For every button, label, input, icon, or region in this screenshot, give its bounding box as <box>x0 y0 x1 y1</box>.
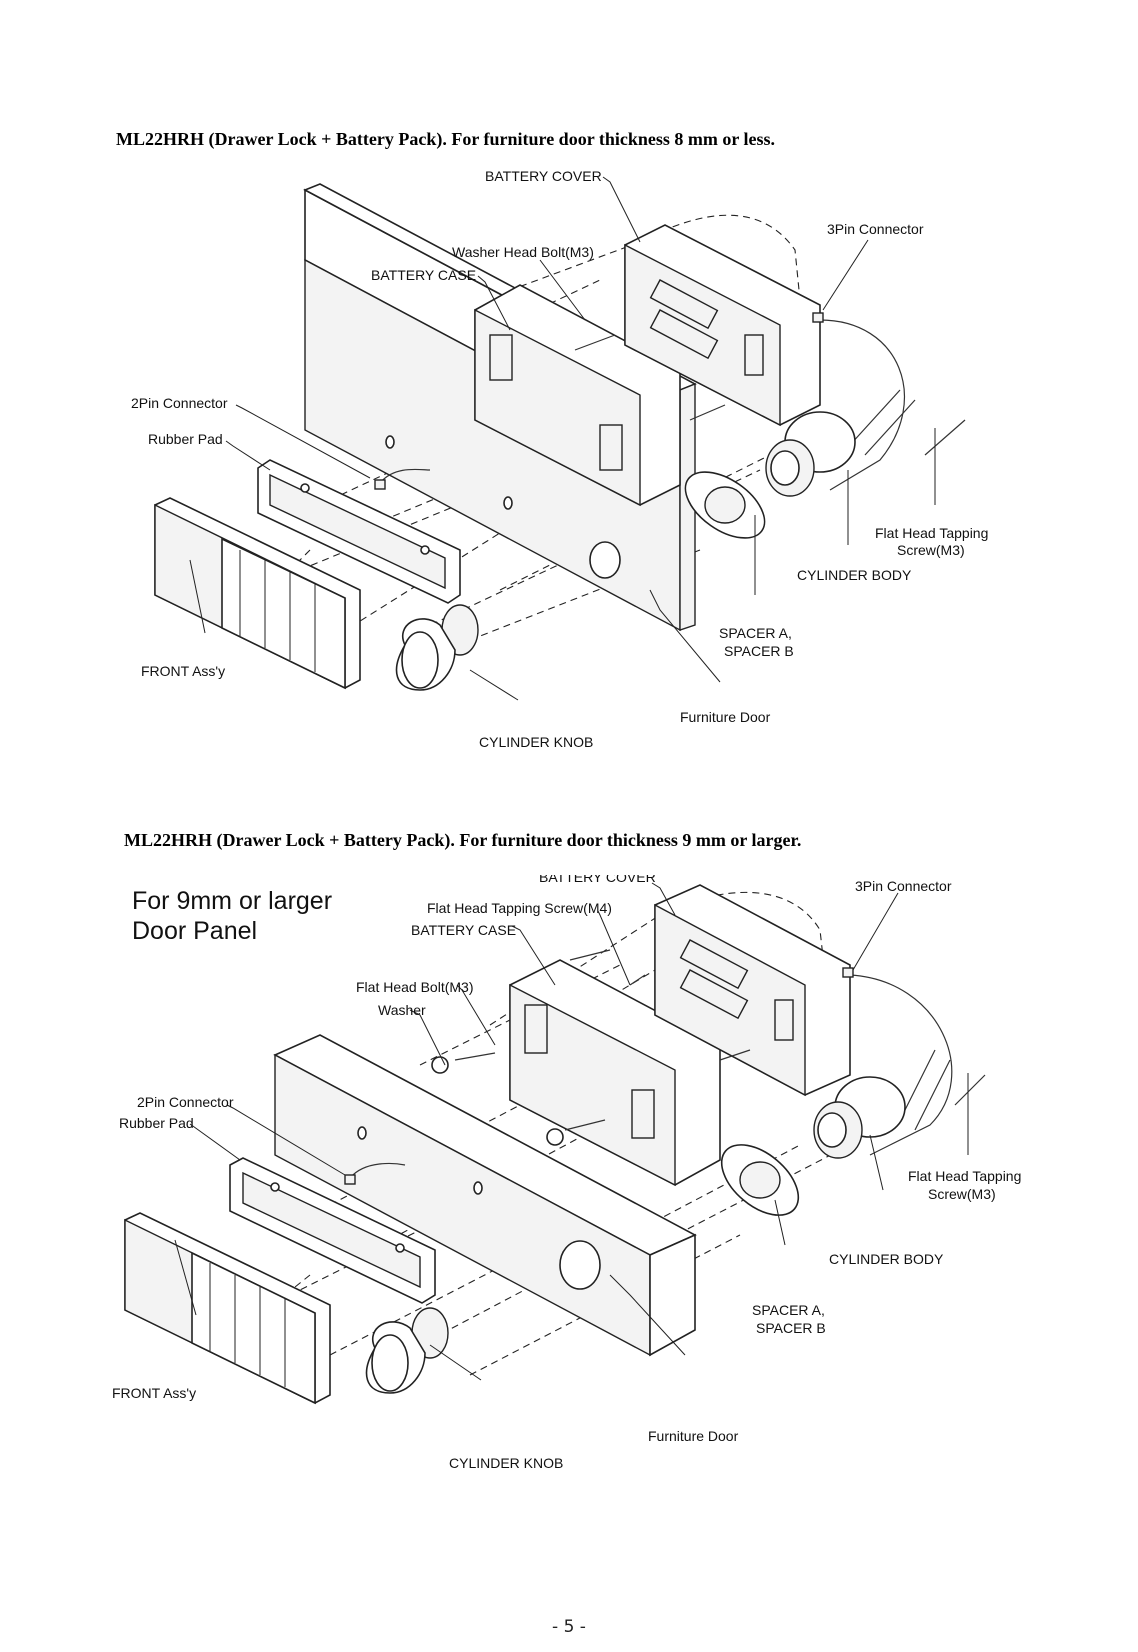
label-washer: Washer <box>378 1002 426 1018</box>
label-flat-head-tapping: Flat Head Tapping <box>908 1168 1021 1184</box>
battery-cover <box>624 224 821 427</box>
leader-lines <box>189 176 936 701</box>
3pin-connector-plug <box>842 967 854 978</box>
label-flat-head-tapping: Flat Head Tapping <box>875 525 988 541</box>
exploded-diagram-thick-door: For 9mm or larger Door Panel <box>112 875 1021 1471</box>
label-cylinder-knob: CYLINDER KNOB <box>479 734 593 750</box>
battery-case <box>509 959 721 1187</box>
2pin-connector <box>374 468 431 490</box>
cylinder-knob <box>395 604 479 691</box>
exploded-diagram-thin-door: BATTERY COVER 3Pin Connector Washer Head… <box>131 170 988 750</box>
label-spacer-a: SPACER A, <box>719 625 792 641</box>
label-washer-head-bolt: Washer Head Bolt(M3) <box>452 244 594 260</box>
label-battery-case: BATTERY CASE <box>371 267 476 283</box>
battery-wire <box>849 974 953 1156</box>
page-number: - 5 - <box>552 1617 586 1637</box>
label-flat-head-tapping-m4: Flat Head Tapping Screw(M4) <box>427 900 612 916</box>
label-front-assy: FRONT Ass'y <box>141 663 225 679</box>
3pin-connector-plug <box>812 312 824 323</box>
spacer <box>684 471 766 539</box>
label-screw-m3: Screw(M3) <box>928 1186 996 1202</box>
furniture-door <box>273 1034 697 1357</box>
battery-cover <box>654 884 851 1097</box>
label-rubber-pad: Rubber Pad <box>148 431 223 447</box>
label-screw-m3: Screw(M3) <box>897 542 965 558</box>
label-cylinder-body: CYLINDER BODY <box>797 567 912 583</box>
label-2pin-connector: 2Pin Connector <box>131 395 228 411</box>
front-assembly <box>124 1212 331 1405</box>
label-front-assy: FRONT Ass'y <box>112 1385 196 1401</box>
label-furniture-door: Furniture Door <box>648 1428 739 1444</box>
front-assembly <box>154 497 361 690</box>
cylinder-body <box>813 1076 906 1159</box>
label-flat-head-bolt: Flat Head Bolt(M3) <box>356 979 473 995</box>
washer-head-bolts <box>574 334 966 456</box>
leader-lines <box>174 882 969 1381</box>
label-spacer-b: SPACER B <box>724 643 794 659</box>
label-cylinder-body: CYLINDER BODY <box>829 1251 944 1267</box>
label-3pin-connector: 3Pin Connector <box>855 878 952 894</box>
label-rubber-pad: Rubber Pad <box>119 1115 194 1131</box>
cylinder-knob <box>365 1307 449 1394</box>
2pin-connector <box>344 1162 406 1185</box>
cylinder-body <box>765 411 856 497</box>
spacer <box>720 1144 800 1216</box>
label-battery-case: BATTERY CASE <box>411 922 516 938</box>
panel-title-line-2: Door Panel <box>132 917 257 945</box>
label-2pin-connector: 2Pin Connector <box>137 1094 234 1110</box>
label-spacer-b: SPACER B <box>756 1320 826 1336</box>
label-battery-cover: BATTERY COVER <box>539 875 656 885</box>
rubber-pad <box>229 1157 436 1304</box>
bolts-and-washers <box>431 949 986 1146</box>
section-1-heading: ML22HRH (Drawer Lock + Battery Pack). Fo… <box>116 129 776 149</box>
panel-title-line-1: For 9mm or larger <box>132 887 332 915</box>
battery-case <box>474 284 681 507</box>
label-battery-cover: BATTERY COVER <box>485 170 602 184</box>
rubber-pad <box>257 459 461 604</box>
label-furniture-door: Furniture Door <box>680 709 771 725</box>
section-2-heading: ML22HRH (Drawer Lock + Battery Pack). Fo… <box>124 830 802 850</box>
label-cylinder-knob: CYLINDER KNOB <box>449 1455 563 1471</box>
battery-wire <box>819 319 905 491</box>
label-spacer-a: SPACER A, <box>752 1302 825 1318</box>
label-3pin-connector: 3Pin Connector <box>827 221 924 237</box>
